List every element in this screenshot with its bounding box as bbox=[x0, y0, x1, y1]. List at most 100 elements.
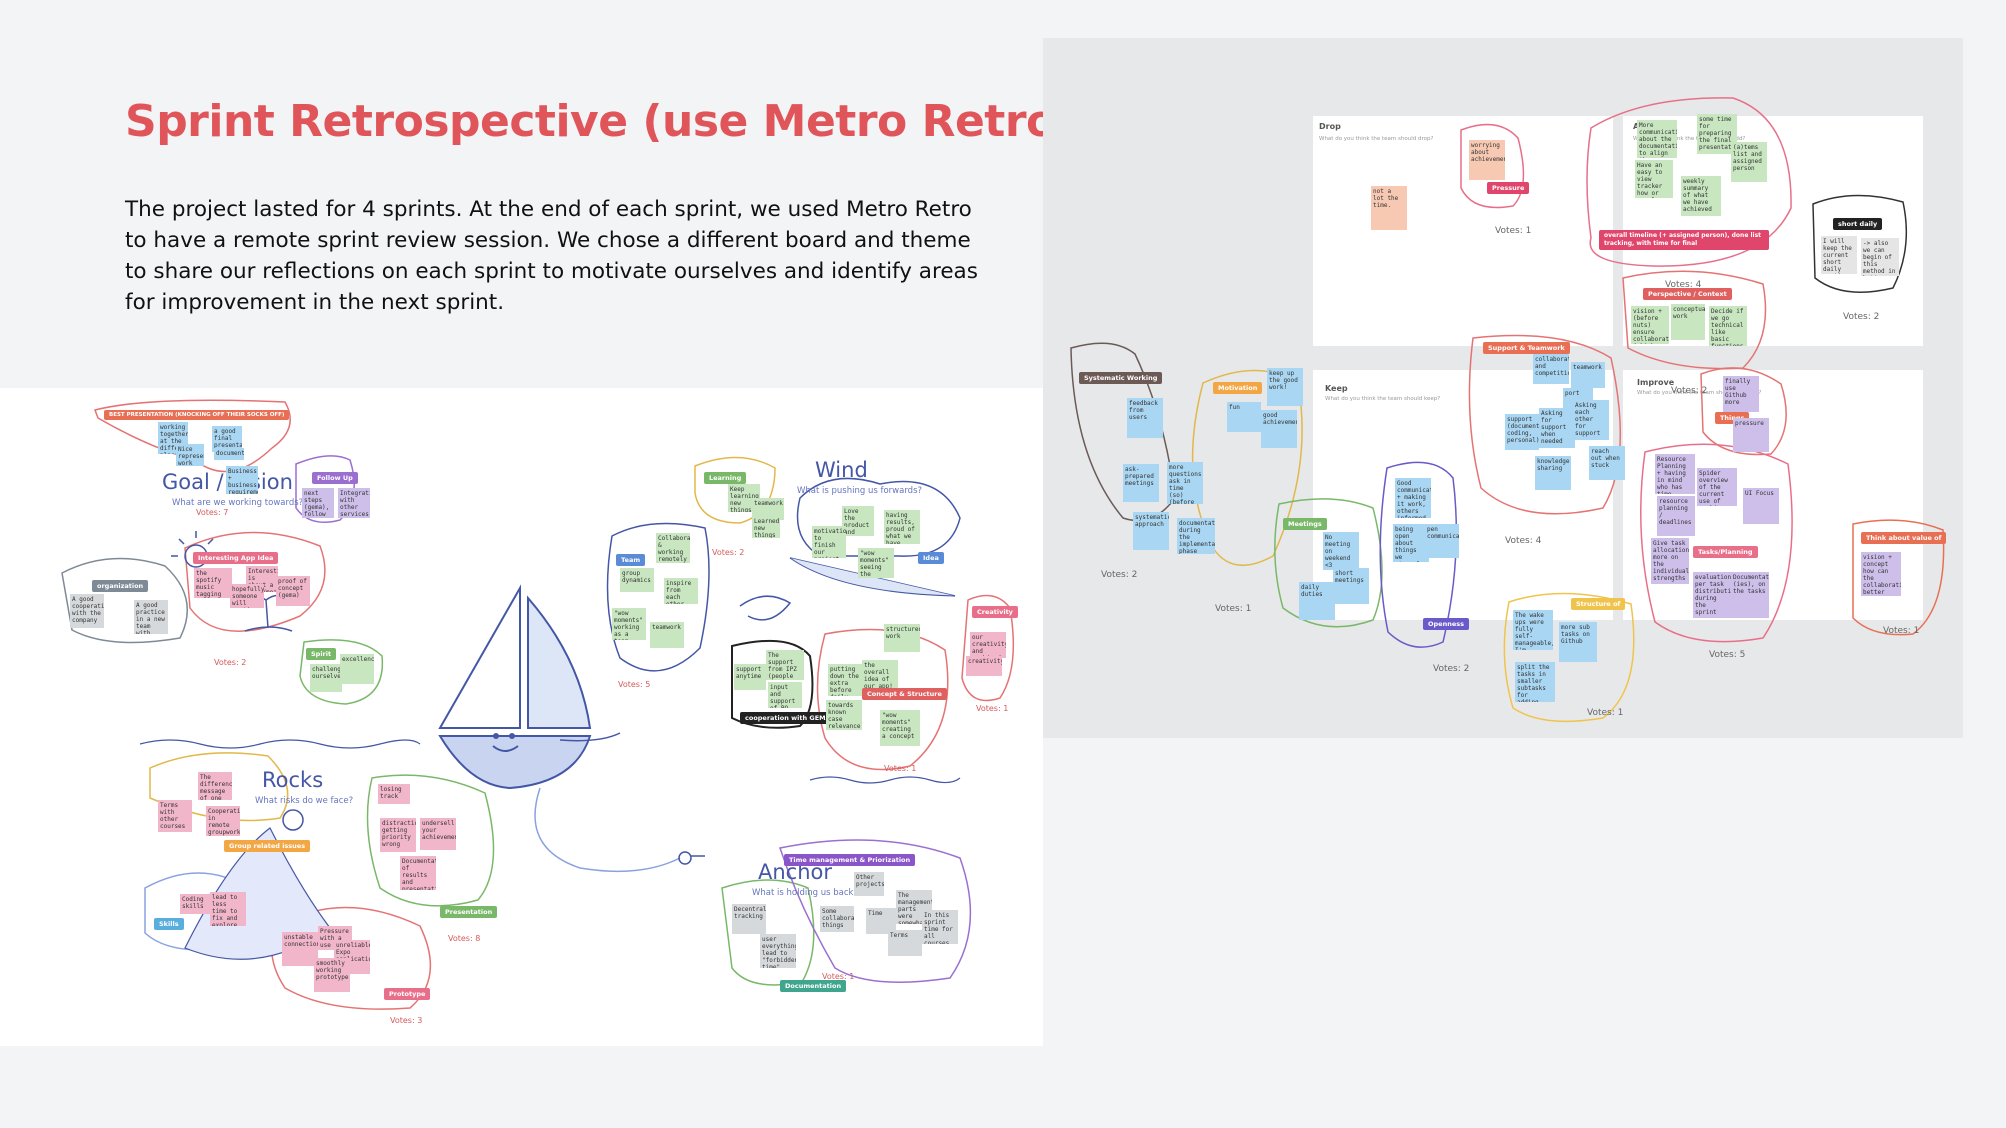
sticky-note[interactable]: daily duties bbox=[1299, 582, 1335, 620]
sticky-note[interactable]: resource planning / deadlines bbox=[1657, 496, 1695, 536]
sticky-note[interactable]: Love the product and music bbox=[842, 506, 874, 536]
sticky-note[interactable]: some time for preparing the final presen… bbox=[1697, 114, 1737, 154]
tag-best-presentation[interactable]: BEST PRESENTATION (KNOCKING OFF THEIR SO… bbox=[104, 410, 290, 420]
sticky-note[interactable]: evaluation per task distribution during … bbox=[1693, 572, 1731, 618]
tag-systematic-working[interactable]: Systematic Working bbox=[1079, 372, 1163, 384]
sticky-note[interactable]: fun bbox=[1227, 402, 1261, 432]
sticky-note[interactable]: support (documentation, coding, personal… bbox=[1505, 414, 1539, 450]
sticky-note[interactable]: the spotify music tagging app bbox=[194, 568, 232, 598]
sticky-note[interactable]: creativity bbox=[966, 656, 1002, 676]
sticky-note[interactable]: A good cooperation with the company bbox=[70, 594, 104, 628]
tag-structure-of[interactable]: Structure of bbox=[1571, 598, 1626, 610]
tag-think-about-value[interactable]: Think about value of bbox=[1861, 532, 1947, 544]
sticky-note[interactable]: excellence bbox=[340, 654, 374, 684]
tag-group-related-issues[interactable]: Group related issues bbox=[224, 840, 311, 852]
sticky-note[interactable]: (a)tems list and assigned person bbox=[1731, 142, 1767, 182]
sticky-note[interactable]: user everything lead to "forbidden time"… bbox=[760, 934, 796, 968]
sticky-note[interactable]: support anytime bbox=[734, 664, 766, 690]
sticky-note[interactable]: undersell your achievements bbox=[420, 818, 456, 850]
sticky-note[interactable]: Integration with other services (gema + … bbox=[338, 488, 370, 518]
sticky-note[interactable]: The support from IPZ (people and resourc… bbox=[766, 650, 804, 680]
sticky-note[interactable]: not a lot the time. bbox=[1371, 186, 1407, 230]
sticky-note[interactable]: documentation bbox=[214, 448, 244, 460]
sticky-note[interactable]: Have an easy to view tracker how or goog… bbox=[1635, 160, 1673, 198]
sticky-note[interactable]: inspire from each other bbox=[664, 578, 698, 604]
sticky-note[interactable]: collaboration, and competition bbox=[1533, 354, 1569, 384]
sticky-note[interactable]: our creativity and combined teamwork bbox=[970, 632, 1006, 658]
sticky-note[interactable]: In this sprint time for all courses and … bbox=[922, 910, 958, 944]
sticky-note[interactable]: being open about things we struggle with bbox=[1393, 524, 1429, 562]
sticky-note[interactable]: Some collaboration things bbox=[820, 906, 854, 932]
sticky-note[interactable]: pressure bbox=[1733, 418, 1769, 452]
sticky-note[interactable]: good achievements bbox=[1261, 410, 1297, 448]
tag-meetings[interactable]: Meetings bbox=[1283, 518, 1327, 530]
sticky-note[interactable]: "wow moments" creating a concept bbox=[880, 710, 920, 746]
tag-short-daily[interactable]: short daily bbox=[1833, 218, 1883, 230]
sticky-note[interactable]: proof of concept (gema) bbox=[276, 576, 310, 606]
sticky-note[interactable]: putting down the extra before daily bbox=[828, 664, 862, 696]
sticky-note[interactable]: losing track bbox=[378, 784, 410, 804]
tag-spirit[interactable]: Spirit bbox=[306, 648, 337, 660]
tag-interesting-app-idea[interactable]: Interesting App Idea bbox=[193, 552, 279, 564]
sticky-note[interactable]: having results, proud of what we have ac… bbox=[884, 510, 920, 544]
sticky-note[interactable]: Asking for support when needed bbox=[1539, 408, 1575, 448]
sticky-note[interactable]: structured work bbox=[884, 624, 920, 652]
sticky-note[interactable]: the overall idea of our app! bbox=[862, 660, 898, 690]
sticky-note[interactable]: I will keep the current short daily meet… bbox=[1821, 236, 1857, 274]
tag-follow-up[interactable]: Follow Up bbox=[312, 472, 358, 484]
sticky-note[interactable]: The wake ups were fully self-manageable,… bbox=[1513, 610, 1553, 650]
tag-creativity[interactable]: Creativity bbox=[972, 606, 1018, 618]
sticky-note[interactable]: Business + business requirements bbox=[226, 466, 258, 494]
sticky-note[interactable]: Learned new things bbox=[752, 516, 780, 538]
sticky-note[interactable]: working together at the different places bbox=[158, 422, 188, 454]
sticky-note[interactable]: Spider overview of the current use of wo… bbox=[1697, 468, 1737, 506]
sticky-note[interactable]: Terms with other courses bbox=[158, 800, 192, 832]
tag-cooperation-gema[interactable]: cooperation with GEMA bbox=[740, 712, 836, 724]
sticky-note[interactable]: systematic approach bbox=[1133, 512, 1169, 550]
tag-support-teamwork[interactable]: Support & Teamwork bbox=[1483, 342, 1570, 354]
sticky-note[interactable]: "wow moments" working as a team bbox=[612, 608, 646, 640]
tag-overall-timeline[interactable]: overall timeline (+ assigned person), do… bbox=[1599, 230, 1769, 250]
tag-perspective-context[interactable]: Perspective / Context bbox=[1643, 288, 1732, 300]
sticky-note[interactable]: UI Focus bbox=[1743, 488, 1779, 524]
sticky-note[interactable]: unstable connections bbox=[282, 932, 318, 966]
sticky-note[interactable]: conceptual work bbox=[1671, 304, 1705, 340]
sticky-note[interactable]: More communication about the documentati… bbox=[1637, 120, 1677, 158]
sticky-note[interactable]: split the tasks in smaller subtasks for … bbox=[1515, 662, 1555, 702]
sticky-note[interactable]: A good practice in a new team with inter… bbox=[134, 600, 168, 634]
sticky-note[interactable]: more questions ask in time (so) (before … bbox=[1167, 462, 1203, 504]
sticky-note[interactable]: distractions, getting priority wrong bbox=[380, 818, 416, 852]
sticky-note[interactable]: Time bbox=[866, 908, 896, 934]
sticky-note[interactable]: documentation during the implementation … bbox=[1177, 518, 1215, 554]
sticky-note[interactable]: vision + concept how can the collaborati… bbox=[1861, 552, 1901, 596]
sticky-note[interactable]: feedback from users bbox=[1127, 398, 1163, 438]
tag-prototype[interactable]: Prototype bbox=[384, 988, 431, 1000]
sticky-note[interactable]: Nice representative work bbox=[176, 444, 204, 466]
sticky-note[interactable]: Cooperation in remote groupwork bbox=[206, 806, 240, 836]
sticky-note[interactable]: Asking each other for support bbox=[1573, 400, 1609, 440]
sticky-note[interactable]: teamwork bbox=[650, 622, 684, 648]
sticky-note[interactable]: Good communication + making it work, oth… bbox=[1395, 478, 1431, 518]
sticky-note[interactable]: ask-prepared meetings bbox=[1123, 464, 1159, 502]
sticky-note[interactable]: "wow moments" seeing the prototypes to w… bbox=[858, 548, 894, 578]
tag-concept-structure[interactable]: Concept & Structure bbox=[862, 688, 947, 700]
sticky-note[interactable]: Documentation of results and presentatio… bbox=[400, 856, 436, 890]
sticky-note[interactable]: No meeting on weekend <3 bbox=[1323, 532, 1359, 570]
sticky-note[interactable]: more sub tasks on Github bbox=[1559, 622, 1597, 662]
sticky-note[interactable]: The difference message of one session al… bbox=[198, 772, 232, 800]
sticky-note[interactable]: group dynamics bbox=[620, 568, 654, 592]
sticky-note[interactable]: input and support of PO bbox=[768, 682, 802, 708]
tag-openness[interactable]: Openness bbox=[1423, 618, 1469, 630]
tag-time-management[interactable]: Time management & Priorization bbox=[784, 854, 916, 866]
sticky-note[interactable]: Other projects bbox=[854, 872, 884, 896]
tag-documentation[interactable]: Documentation bbox=[780, 980, 847, 992]
sticky-note[interactable]: smoothly working prototype bbox=[314, 958, 350, 992]
sticky-note[interactable]: finally use Github more bbox=[1723, 376, 1759, 412]
sticky-note[interactable]: teamwork bbox=[752, 498, 784, 520]
sticky-note[interactable]: teamwork bbox=[1571, 362, 1605, 388]
sticky-note[interactable]: short meetings bbox=[1333, 568, 1369, 604]
sticky-note[interactable]: motivation to finish our project bbox=[812, 526, 846, 558]
sticky-note[interactable]: hopefully someone will continue with bbox=[230, 584, 264, 608]
sticky-note[interactable]: knowledge sharing bbox=[1535, 456, 1571, 490]
sticky-note[interactable]: reach out when stuck bbox=[1589, 446, 1625, 480]
